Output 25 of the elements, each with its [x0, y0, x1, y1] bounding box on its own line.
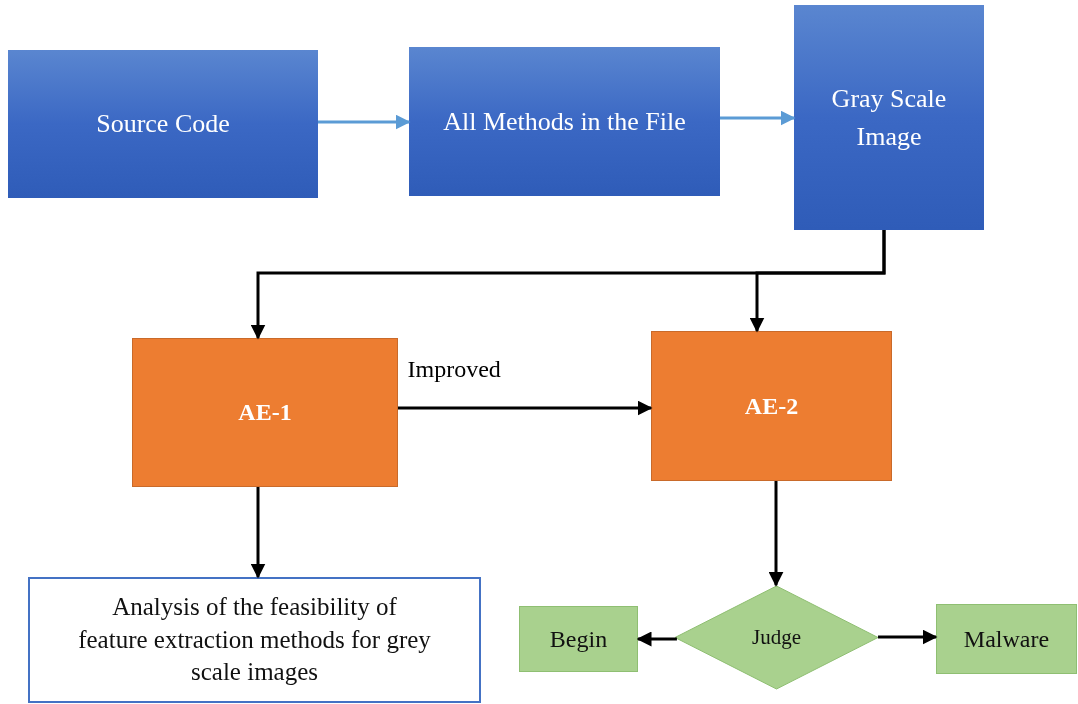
process-box — [8, 50, 318, 198]
arrow — [878, 629, 938, 645]
result-box — [28, 577, 481, 703]
node-text: Malware — [962, 625, 1051, 653]
arrow — [398, 400, 653, 416]
node-text: Analysis of the feasibility of feature extraction methods for grey scale images — [77, 592, 432, 688]
node-text: Gray Scale Image — [830, 82, 948, 153]
node-text: AE-1 — [237, 399, 293, 426]
arrow — [318, 114, 411, 130]
node-text: All Methods in the File — [442, 105, 687, 138]
node-text: Source Code — [95, 108, 231, 141]
arrow — [636, 631, 677, 647]
process-box — [794, 5, 984, 230]
output-box — [936, 604, 1077, 674]
process-box — [409, 47, 720, 196]
arrow — [250, 487, 266, 579]
process-box — [651, 331, 892, 481]
output-box — [519, 606, 638, 672]
node-text: Begin — [548, 625, 609, 653]
node-text: AE-2 — [743, 392, 800, 420]
arrow — [768, 481, 784, 587]
process-box — [132, 338, 398, 487]
arrow — [720, 110, 796, 126]
node-text: Judge — [751, 625, 802, 650]
arrow — [749, 230, 886, 333]
